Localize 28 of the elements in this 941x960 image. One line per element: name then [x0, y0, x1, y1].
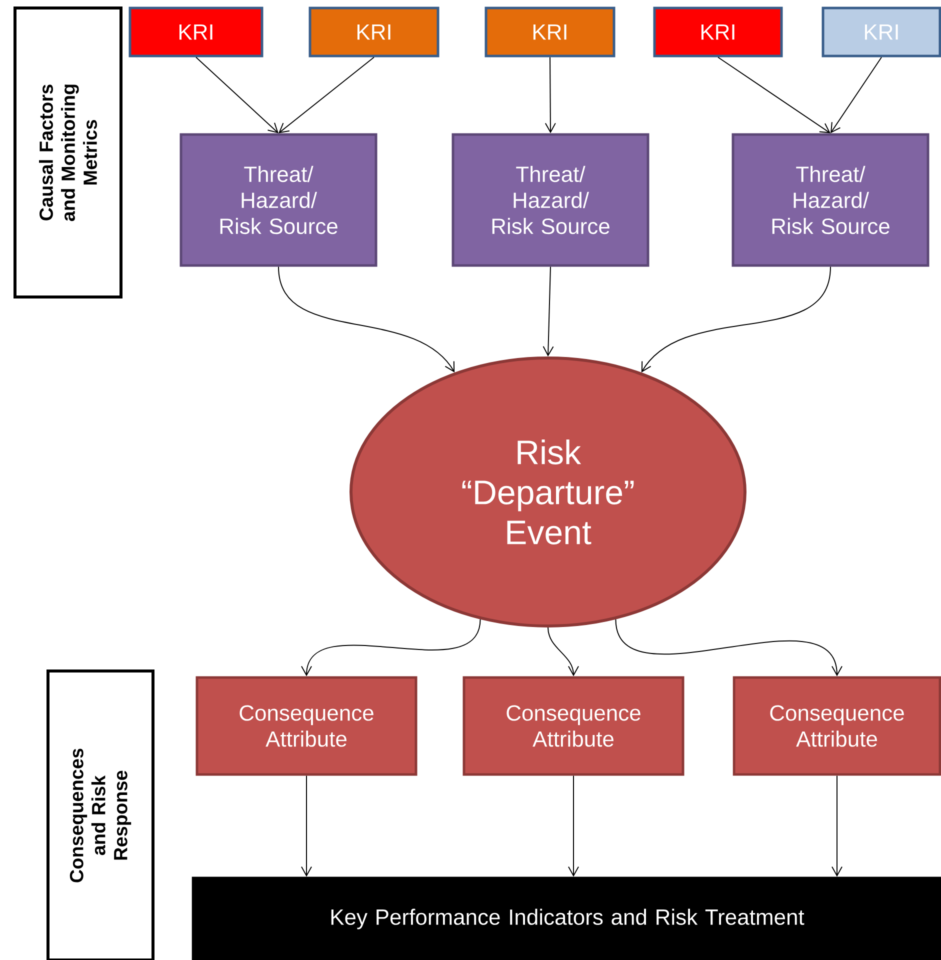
consequence-box: Consequence Attribute [196, 676, 418, 776]
consequence-box: Consequence Attribute [732, 676, 941, 776]
section-label: Consequences and Risk Response [46, 670, 154, 960]
arrow [278, 266, 455, 372]
threat-box: Threat/ Hazard/ Risk Source [732, 133, 930, 267]
arrow [542, 266, 554, 356]
section-label: Causal Factors and Monitoring Metrics [14, 6, 122, 298]
threat-box: Threat/ Hazard/ Risk Source [180, 133, 378, 267]
indicator-box: KRI [484, 6, 616, 58]
indicator-bar: Key Performance Indicators and Risk Treatment [192, 876, 941, 960]
arrow [278, 56, 374, 134]
arrow [832, 775, 842, 877]
arrow [568, 775, 579, 877]
arrow [301, 775, 312, 877]
arrow [196, 56, 278, 134]
arrow [615, 618, 842, 676]
arrow [718, 56, 830, 134]
indicator-box: KRI [653, 6, 783, 58]
arrow [548, 627, 579, 676]
threat-box: Threat/ Hazard/ Risk Source [452, 133, 650, 267]
arrow [641, 266, 831, 372]
consequence-box: Consequence Attribute [462, 676, 684, 776]
arrow [830, 56, 882, 134]
arrow [301, 618, 481, 676]
indicator-box: KRI [308, 6, 440, 58]
indicator-box: KRI [822, 6, 941, 58]
arrow [544, 56, 556, 134]
indicator-box: KRI [128, 6, 264, 58]
